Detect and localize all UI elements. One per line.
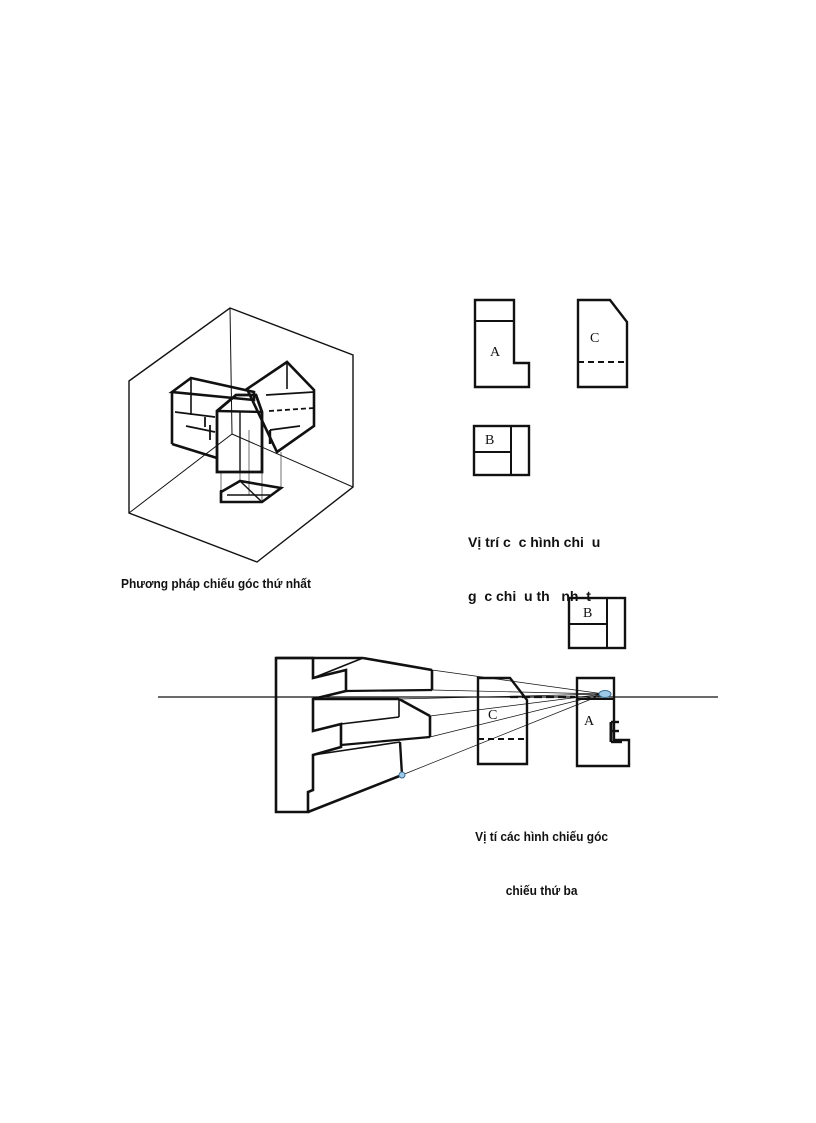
first-angle-top-view-label: B: [485, 433, 494, 448]
third-angle-positions-caption-line2: chiếu thứ ba: [505, 883, 578, 898]
first-angle-positions-caption: Vị trí c c hình chi u g c chi u th nh t: [468, 497, 600, 623]
station-point-mark: [598, 690, 612, 698]
third-angle-positions-caption: Vị tí các hình chiếu góc chiếu thứ ba: [468, 792, 615, 918]
first-angle-side-view-label: C: [590, 331, 599, 346]
isometric-object: [168, 360, 316, 504]
third-angle-side-view-label: C: [488, 708, 497, 723]
third-angle-side-view: [476, 676, 575, 766]
first-angle-positions-caption-line2: g c chi u th nh t: [468, 588, 591, 604]
third-angle-front-view-label: A: [584, 714, 595, 729]
third-angle-top-view-label: B: [583, 606, 592, 621]
vertex-mark: [398, 771, 406, 779]
first-angle-front-view-label: A: [490, 345, 501, 360]
third-angle-positions-caption-line1: Vị tí các hình chiếu góc: [475, 829, 609, 844]
first-angle-method-caption: Phương pháp chiếu góc thứ nhất: [121, 576, 311, 591]
first-angle-top-view: [472, 424, 531, 477]
first-angle-front-view: [473, 298, 531, 389]
e-shaped-object: [274, 656, 434, 814]
first-angle-side-view: [576, 298, 629, 389]
third-angle-front-view: [575, 676, 631, 768]
third-angle-top-view: [567, 596, 627, 650]
projection-cube: [128, 307, 354, 563]
first-angle-positions-caption-line1: Vị trí c c hình chi u: [468, 534, 601, 550]
